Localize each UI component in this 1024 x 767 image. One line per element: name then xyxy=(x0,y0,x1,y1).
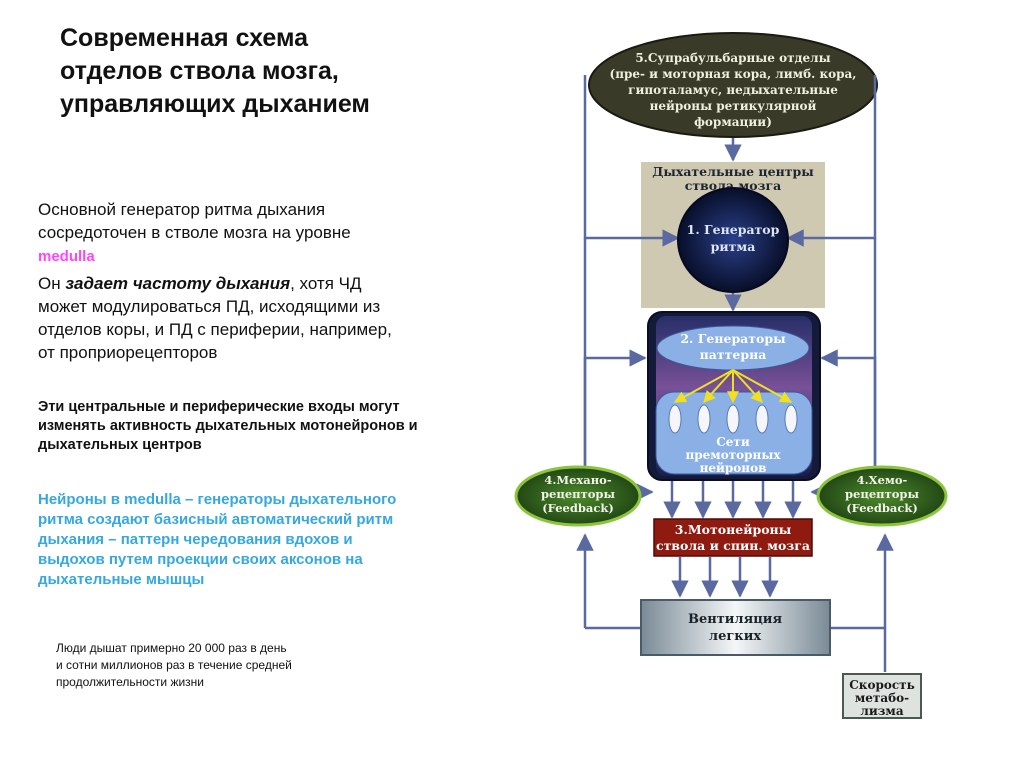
neuron-oval-2 xyxy=(697,404,711,434)
motoneurons-line1: 3.Мотонейроны xyxy=(675,522,792,537)
premotor-networks-line3: нейронов xyxy=(700,461,767,475)
paragraph-breath-count: Люди дышат примерно 20 000 раз в день и … xyxy=(56,641,292,689)
suprabulbar-line5: формации) xyxy=(694,115,772,129)
yellow-arrow-1 xyxy=(673,369,734,403)
medulla-term: medulla xyxy=(38,248,95,265)
paragraph-generator-text: Основной генератор ритма дыхания сосредо… xyxy=(38,200,351,242)
mechanoreceptors-line2: рецепторы xyxy=(541,487,615,501)
suprabulbar-line1: 5.Супрабульбарные отделы xyxy=(635,51,830,65)
mechanoreceptors-ellipse xyxy=(514,465,642,527)
chemoreceptors-ellipse xyxy=(816,465,948,527)
mechanoreceptors-line3: (Feedback) xyxy=(542,501,614,515)
pattern-generator-line1: 2. Генераторы xyxy=(680,331,786,346)
premotor-networks-line1: Сети xyxy=(716,435,750,449)
suprabulbar-line4: нейроны ретикулярной xyxy=(650,99,817,113)
suprabulbar-line2: (пре- и моторная кора, лимб. кора, xyxy=(610,67,857,81)
paragraph-frequency-start: Он xyxy=(38,274,61,293)
paragraph-medulla-neurons: Нейроны в medulla – генераторы дыхательн… xyxy=(38,491,397,588)
rhythm-generator-line1: 1. Генератор xyxy=(687,222,780,237)
chemoreceptors-line3: (Feedback) xyxy=(846,501,918,515)
page-title: Современная схема отделов ствола мозга, … xyxy=(60,24,370,118)
metabolism-line3: лизма xyxy=(860,704,903,718)
neuron-oval-5 xyxy=(784,404,798,434)
centers-label-line2: ствола мозга xyxy=(685,178,782,193)
yellow-arrow-5 xyxy=(732,369,793,403)
pattern-generator-line2: паттерна xyxy=(700,347,767,362)
neuron-ovals xyxy=(668,404,798,434)
paragraph-generator: Основной генератор ритма дыхания сосредо… xyxy=(38,198,398,268)
chemoreceptors-line2: рецепторы xyxy=(845,487,919,501)
suprabulbar-line3: гипоталамус, недыхательные xyxy=(628,83,838,97)
yellow-projection-arrows xyxy=(673,369,793,404)
metabolism-box xyxy=(842,673,922,719)
connection-arrows xyxy=(576,75,894,672)
rhythm-generator-circle xyxy=(677,187,789,293)
yellow-arrow-4 xyxy=(732,369,763,403)
arrow-mech-to-gen2 xyxy=(583,349,647,470)
ventilation-line2: легких xyxy=(709,629,761,644)
ventilation-box xyxy=(640,599,831,656)
rhythm-generator-line2: ритма xyxy=(711,239,756,254)
ventilation-line1: Вентиляция xyxy=(688,612,782,627)
paragraph-frequency-end: , хотя ЧД может модулироваться ПД, исход… xyxy=(38,274,392,362)
metabolism-line1: Скорость xyxy=(849,678,915,692)
yellow-arrow-2 xyxy=(703,369,734,403)
neuron-oval-3 xyxy=(726,404,740,434)
paragraph-inputs: Эти центральные и периферические входы м… xyxy=(38,399,418,453)
arrow-chemo-to-gen2 xyxy=(820,349,877,470)
motoneurons-line2: ствола и спин. мозга xyxy=(656,538,810,553)
chemoreceptors-line1: 4.Хемо- xyxy=(857,473,908,487)
metabolism-line2: метабо- xyxy=(855,691,909,705)
paragraph-frequency-emphasis: задает частоту дыхания xyxy=(65,274,291,293)
motoneurons-box xyxy=(653,518,813,557)
centers-label-line1: Дыхательные центры xyxy=(652,164,814,179)
neuron-oval-1 xyxy=(668,404,682,434)
mechanoreceptors-line1: 4.Механо- xyxy=(544,473,611,487)
suprabulbar-ellipse xyxy=(588,32,878,138)
neuron-oval-4 xyxy=(755,404,769,434)
premotor-networks-line2: премоторных xyxy=(685,448,781,462)
paragraph-frequency: Он задает частоту дыхания, хотя ЧД может… xyxy=(38,272,408,364)
